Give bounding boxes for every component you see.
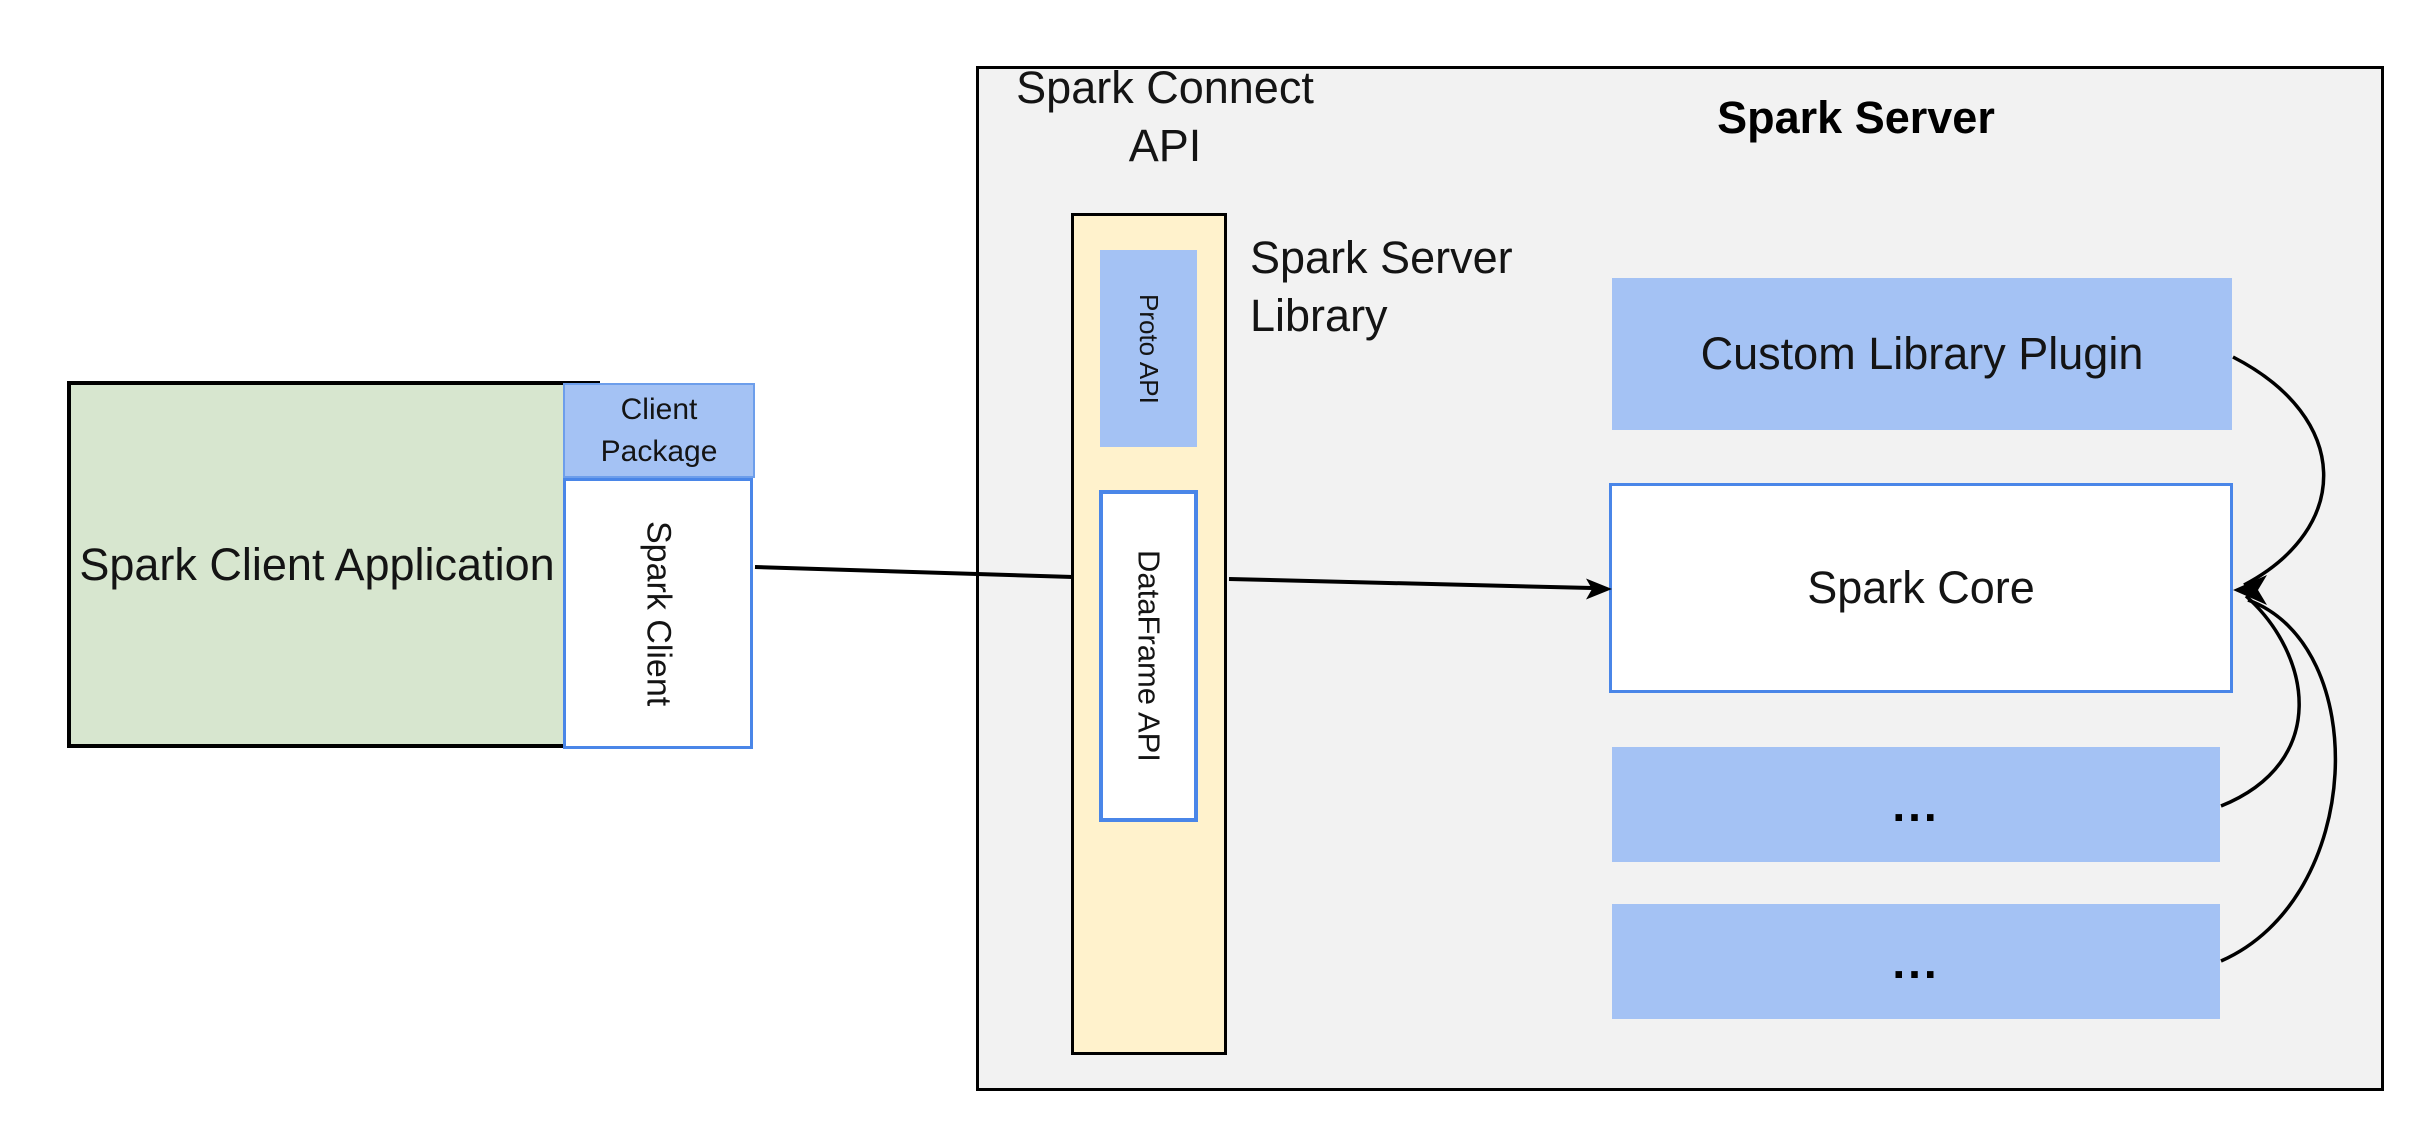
module-placeholder-box-2: ...	[1612, 904, 2220, 1019]
spark-connect-api-pillar: Proto API DataFrame API	[1071, 213, 1227, 1055]
spark-server-box: Spark Connect API Spark Server Proto API…	[976, 62, 2384, 1091]
spark-client-application-label-wrap: Spark Client Application	[71, 385, 563, 744]
spark-connect-api-label: Spark Connect API	[1016, 62, 1314, 171]
spark-client-label: Spark Client	[639, 520, 678, 707]
spark-client-box: Spark Client	[563, 478, 753, 749]
proto-api-box: Proto API	[1100, 250, 1197, 447]
spark-client-application-label: Spark Client Application	[79, 538, 555, 590]
spark-client-application-box: Spark Client Application	[67, 381, 600, 748]
module-placeholder-box-1: ...	[1612, 747, 2220, 862]
module-placeholder-label-1: ...	[1892, 778, 1940, 831]
spark-server-title: Spark Server	[1717, 92, 1995, 143]
spark-server-library-label: Spark Server Library	[1250, 232, 1513, 341]
proto-api-label: Proto API	[1134, 293, 1164, 404]
module-placeholder-label-2: ...	[1892, 935, 1940, 988]
client-package-box: Client Package	[563, 383, 755, 478]
custom-library-plugin-box: Custom Library Plugin	[1612, 278, 2232, 430]
spark-core-box: Spark Core	[1609, 483, 2233, 693]
custom-library-plugin-label: Custom Library Plugin	[1700, 328, 2144, 379]
client-package-label: Client Package	[600, 392, 718, 468]
dataframe-api-label: DataFrame API	[1131, 550, 1167, 762]
dataframe-api-box: DataFrame API	[1099, 490, 1198, 822]
spark-core-label: Spark Core	[1807, 562, 2035, 613]
